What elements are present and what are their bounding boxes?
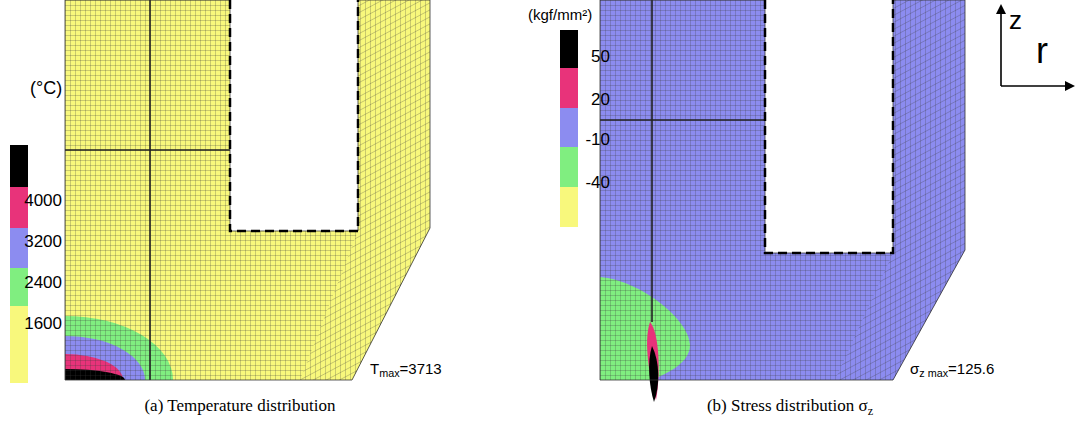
max-value: T bbox=[370, 360, 379, 377]
unit-label: (kgf/mm²) bbox=[528, 6, 592, 23]
colorbar-tick-group: -40 bbox=[585, 173, 610, 193]
colorbar-tick-group: 50 bbox=[591, 47, 610, 67]
max-value: σ bbox=[910, 360, 919, 377]
colorbar-a bbox=[10, 145, 28, 383]
panel-caption-group: (b) Stress distribution σz bbox=[707, 396, 873, 418]
max-value: =125.6 bbox=[948, 360, 994, 377]
max-value-group: σz max=125.6 bbox=[910, 360, 994, 380]
colorbar-tick: 1600 bbox=[24, 314, 62, 333]
panel-caption: (a) Temperature distribution bbox=[144, 396, 335, 415]
panel-caption: (b) Stress distribution σ bbox=[707, 396, 868, 415]
axis-label-group: z bbox=[1009, 6, 1022, 36]
colorbar-tick-group: 3200 bbox=[24, 232, 62, 252]
colorbar-tick-group: 2400 bbox=[24, 273, 62, 293]
axis-label: z bbox=[1009, 5, 1022, 35]
axis-label: r bbox=[1036, 30, 1048, 71]
max-value: max bbox=[379, 367, 399, 379]
unit-label-group: (°C) bbox=[30, 78, 62, 99]
axis-arrows bbox=[996, 4, 1075, 91]
colorbar-tick: 50 bbox=[591, 47, 610, 66]
unit-label: (°C) bbox=[30, 78, 62, 98]
axis-label-group: r bbox=[1036, 30, 1048, 71]
max-value: z max bbox=[919, 367, 948, 379]
colorbar-tick-group: 1600 bbox=[24, 314, 62, 334]
max-value: =3713 bbox=[400, 360, 442, 377]
colorbar-tick: -40 bbox=[585, 173, 610, 192]
panel-caption: z bbox=[868, 404, 873, 418]
colorbar-b bbox=[560, 30, 578, 227]
colorbar-tick: -10 bbox=[585, 130, 610, 149]
mesh-temperature bbox=[0, 0, 440, 430]
colorbar-tick: 2400 bbox=[24, 273, 62, 292]
colorbar-tick-group: -10 bbox=[585, 130, 610, 150]
colorbar-tick: 20 bbox=[591, 90, 610, 109]
colorbar-tick: 4000 bbox=[24, 191, 62, 210]
panel-caption-group: (a) Temperature distribution bbox=[144, 396, 335, 416]
max-value-group: Tmax=3713 bbox=[370, 360, 442, 380]
unit-label-group: (kgf/mm²) bbox=[526, 6, 594, 23]
colorbar-tick: 3200 bbox=[24, 232, 62, 251]
mesh-stress bbox=[590, 0, 980, 402]
colorbar-tick-group: 20 bbox=[591, 90, 610, 110]
colorbar-tick-group: 4000 bbox=[24, 191, 62, 211]
